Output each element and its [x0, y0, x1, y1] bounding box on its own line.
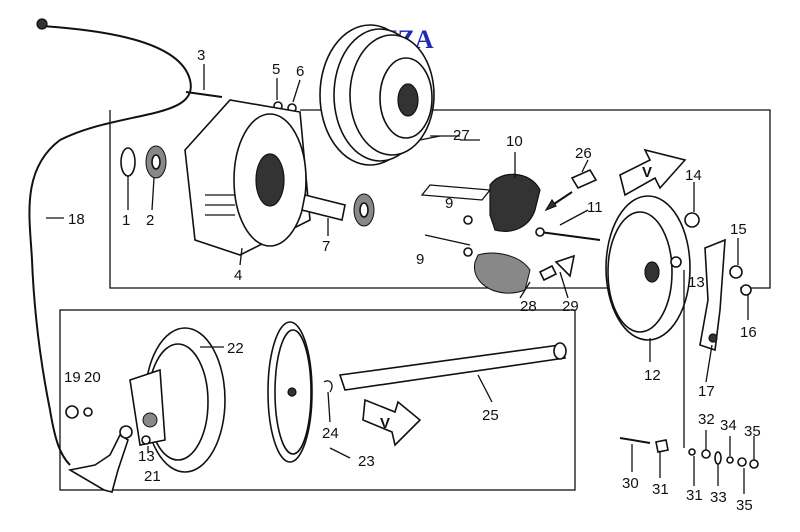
spacer-sleeve-7 — [301, 194, 346, 221]
nut-15 — [729, 265, 743, 279]
pin-28 — [538, 264, 558, 282]
bolt-11 — [539, 231, 601, 241]
seal-ring-1 — [120, 147, 136, 177]
label-17: 17 — [698, 383, 715, 400]
label-6: 6 — [296, 63, 304, 80]
label-31b: 31 — [686, 487, 703, 504]
label-24: 24 — [322, 425, 339, 442]
label-26: 26 — [575, 145, 592, 162]
brake-lever-21 — [67, 433, 129, 493]
bolt-30 — [619, 437, 651, 444]
label-29: 29 — [562, 298, 579, 315]
axle-25 — [338, 344, 567, 391]
label-25: 25 — [482, 407, 499, 424]
label-28: 28 — [520, 298, 537, 315]
label-20: 20 — [84, 369, 101, 386]
label-5: 5 — [272, 61, 280, 78]
washer-13b — [141, 435, 151, 445]
label-33: 33 — [710, 489, 727, 506]
washer-34 — [726, 456, 734, 464]
spring-9-bottom — [424, 234, 471, 246]
label-35a: 35 — [744, 423, 761, 440]
label-7: 7 — [322, 238, 330, 255]
label-12: 12 — [644, 367, 661, 384]
spring-9-top — [420, 184, 492, 201]
bolt-3 — [185, 91, 223, 98]
label-34: 34 — [720, 417, 737, 434]
direction-arrow-lower — [362, 398, 422, 447]
upper-frame-top — [300, 109, 771, 289]
nut-19 — [65, 405, 79, 419]
clip-24 — [323, 380, 333, 393]
label-13a: 13 — [688, 274, 705, 291]
brake-cable — [28, 25, 192, 466]
label-1: 1 — [122, 212, 130, 229]
direction-arrow-upper — [619, 148, 687, 197]
direction-mark-upper: V — [642, 164, 652, 181]
nut-35 — [737, 457, 747, 467]
label-11: 11 — [587, 199, 603, 216]
nut-32 — [701, 449, 711, 459]
lever-assembly-21 — [129, 368, 166, 446]
leader-lines — [46, 64, 755, 494]
label-10: 10 — [506, 133, 523, 150]
label-18: 18 — [68, 211, 85, 228]
washer-16 — [740, 284, 752, 296]
label-3: 3 — [197, 47, 205, 64]
label-15: 15 — [730, 221, 747, 238]
brake-shoe-10b — [474, 252, 531, 294]
label-30: 30 — [622, 475, 639, 492]
washer-20 — [83, 407, 93, 417]
nut-35b — [749, 459, 759, 469]
part-labels: 3 5 6 1 2 4 7 9 9 10 11 12 13 13 14 15 1… — [64, 47, 761, 514]
ball-14 — [684, 212, 700, 228]
label-2: 2 — [146, 212, 154, 229]
washer-31b — [688, 448, 696, 456]
label-35b: 35 — [736, 497, 753, 514]
upper-frame — [109, 110, 640, 289]
label-27: 27 — [453, 127, 470, 144]
direction-mark-lower: V — [380, 415, 390, 432]
label-16: 16 — [740, 324, 757, 341]
label-23: 23 — [358, 453, 375, 470]
label-19: 19 — [64, 369, 81, 386]
brake-shoe-10 — [489, 173, 541, 232]
label-4: 4 — [234, 267, 242, 284]
plate-29 — [554, 254, 576, 278]
label-14: 14 — [685, 167, 702, 184]
label-13b: 13 — [138, 448, 155, 465]
label-9b: 9 — [416, 251, 424, 268]
lower-frame — [59, 309, 576, 491]
label-32: 32 — [698, 411, 715, 428]
label-9a: 9 — [445, 195, 453, 212]
washer-33 — [714, 451, 722, 465]
clip-26 — [570, 168, 598, 190]
label-22: 22 — [227, 340, 244, 357]
label-21: 21 — [144, 468, 161, 485]
cable-end-nipple — [36, 18, 48, 30]
brake-lever-17 — [699, 238, 726, 352]
label-31a: 31 — [652, 481, 669, 498]
spacer-31 — [655, 439, 669, 453]
washer-13 — [670, 256, 682, 268]
